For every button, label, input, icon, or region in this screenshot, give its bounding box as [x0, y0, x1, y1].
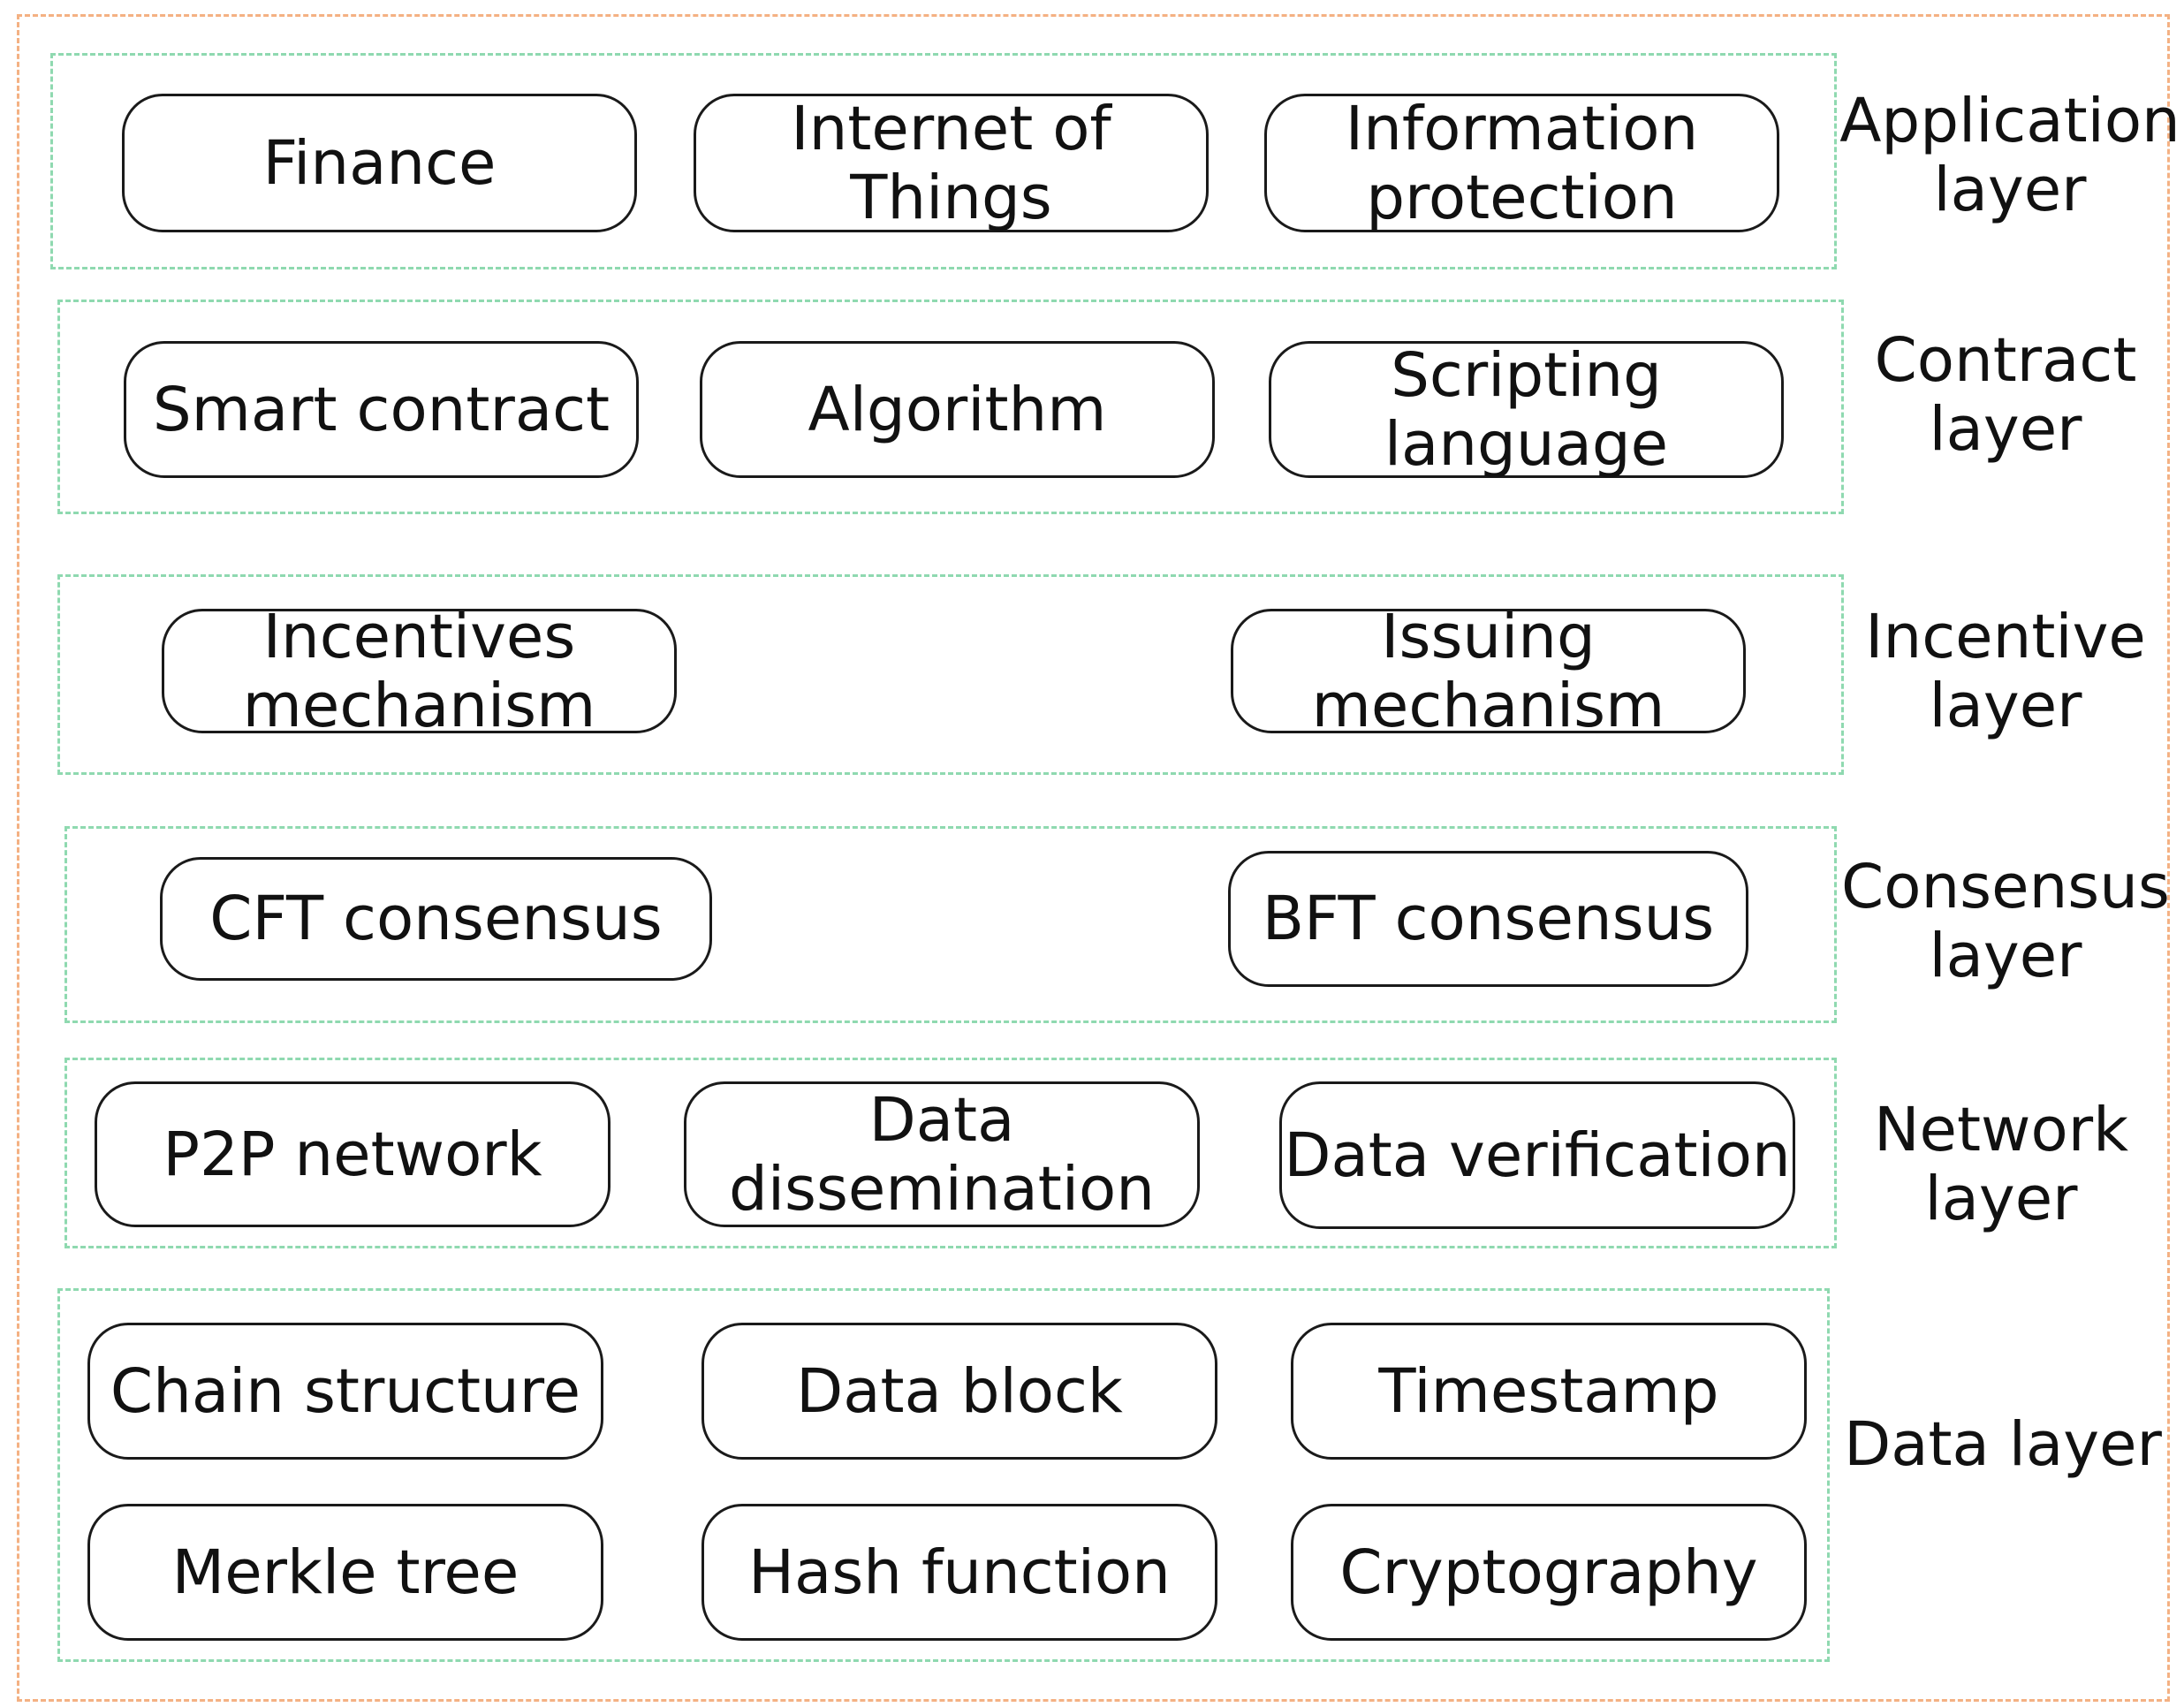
consensus-layer-label-line-1: Consensus: [1841, 852, 2170, 922]
box-hash-function: Hash function: [701, 1504, 1217, 1641]
box-bft-consensus-text: BFT consensus: [1262, 884, 1715, 954]
box-chain-structure: Chain structure: [87, 1323, 603, 1460]
box-info-protection-line-2: protection: [1366, 162, 1678, 233]
box-info-protection-line-1: Information: [1345, 93, 1699, 164]
box-timestamp-text: Timestamp: [1378, 1355, 1719, 1427]
box-finance-text: Finance: [262, 127, 497, 199]
box-smart-contract: Smart contract: [124, 341, 639, 478]
box-scripting-line-2: language: [1384, 408, 1669, 480]
box-merkle-tree: Merkle tree: [87, 1504, 603, 1641]
network-layer-region: [64, 1058, 1837, 1248]
box-algorithm: Algorithm: [700, 341, 1215, 478]
box-iot-line-1: Internet of: [791, 93, 1111, 164]
box-merkle-tree-text: Merkle tree: [171, 1536, 519, 1608]
box-timestamp: Timestamp: [1291, 1323, 1807, 1460]
box-cryptography: Cryptography: [1291, 1504, 1807, 1641]
application-layer-label-line-2: layer: [1933, 155, 2087, 225]
box-issuing-line-2: mechanism: [1311, 670, 1665, 741]
application-layer-region: [50, 53, 1837, 269]
incentive-layer-region: [57, 574, 1844, 775]
box-smart-contract-text: Smart contract: [152, 374, 610, 445]
box-cryptography-text: Cryptography: [1339, 1536, 1758, 1608]
box-data-block: Data block: [701, 1323, 1217, 1460]
box-p2p-network: P2P network: [95, 1081, 610, 1227]
box-p2p-network-text: P2P network: [163, 1119, 542, 1190]
data-layer-label: Data layer: [1831, 1405, 2175, 1484]
data-layer-region: [57, 1288, 1830, 1662]
box-data-block-text: Data block: [796, 1355, 1123, 1427]
box-chain-structure-text: Chain structure: [110, 1355, 581, 1427]
box-data-verification-text: Data verification: [1284, 1119, 1791, 1191]
box-incentives-line-1: Incentives: [262, 601, 576, 672]
box-bft-consensus: BFT consensus: [1228, 851, 1748, 987]
box-scripting-line-1: Scripting: [1391, 339, 1662, 411]
application-layer-label-line-1: Application: [1839, 86, 2180, 156]
box-data-verification: Data verification: [1279, 1081, 1795, 1229]
contract-layer-label-line-2: layer: [1929, 394, 2082, 465]
box-finance: Finance: [122, 94, 637, 232]
box-hash-function-text: Hash function: [748, 1536, 1171, 1608]
box-iot-line-2: Things: [850, 162, 1052, 233]
diagram-outer-frame: [17, 14, 2170, 1702]
consensus-layer-region: [64, 826, 1837, 1023]
consensus-layer-label-line-2: layer: [1929, 921, 2082, 991]
box-issuing-line-1: Issuing: [1381, 601, 1596, 672]
box-incentives-line-2: mechanism: [242, 670, 596, 741]
incentive-layer-label-line-2: layer: [1929, 671, 2082, 741]
incentive-layer-label-line-1: Incentive: [1865, 602, 2146, 672]
box-cft-consensus: CFT consensus: [160, 857, 712, 981]
contract-layer-label-line-1: Contract: [1874, 325, 2137, 396]
box-dissemination-line-2: dissemination: [729, 1153, 1155, 1225]
network-layer-label-line-2: layer: [1924, 1164, 2078, 1234]
data-layer-label-text: Data layer: [1844, 1409, 2162, 1480]
network-layer-label-line-1: Network: [1873, 1095, 2129, 1165]
box-dissemination-line-1: Data: [868, 1084, 1015, 1156]
box-cft-consensus-text: CFT consensus: [209, 884, 663, 954]
contract-layer-region: [57, 300, 1844, 514]
box-algorithm-text: Algorithm: [808, 374, 1107, 445]
